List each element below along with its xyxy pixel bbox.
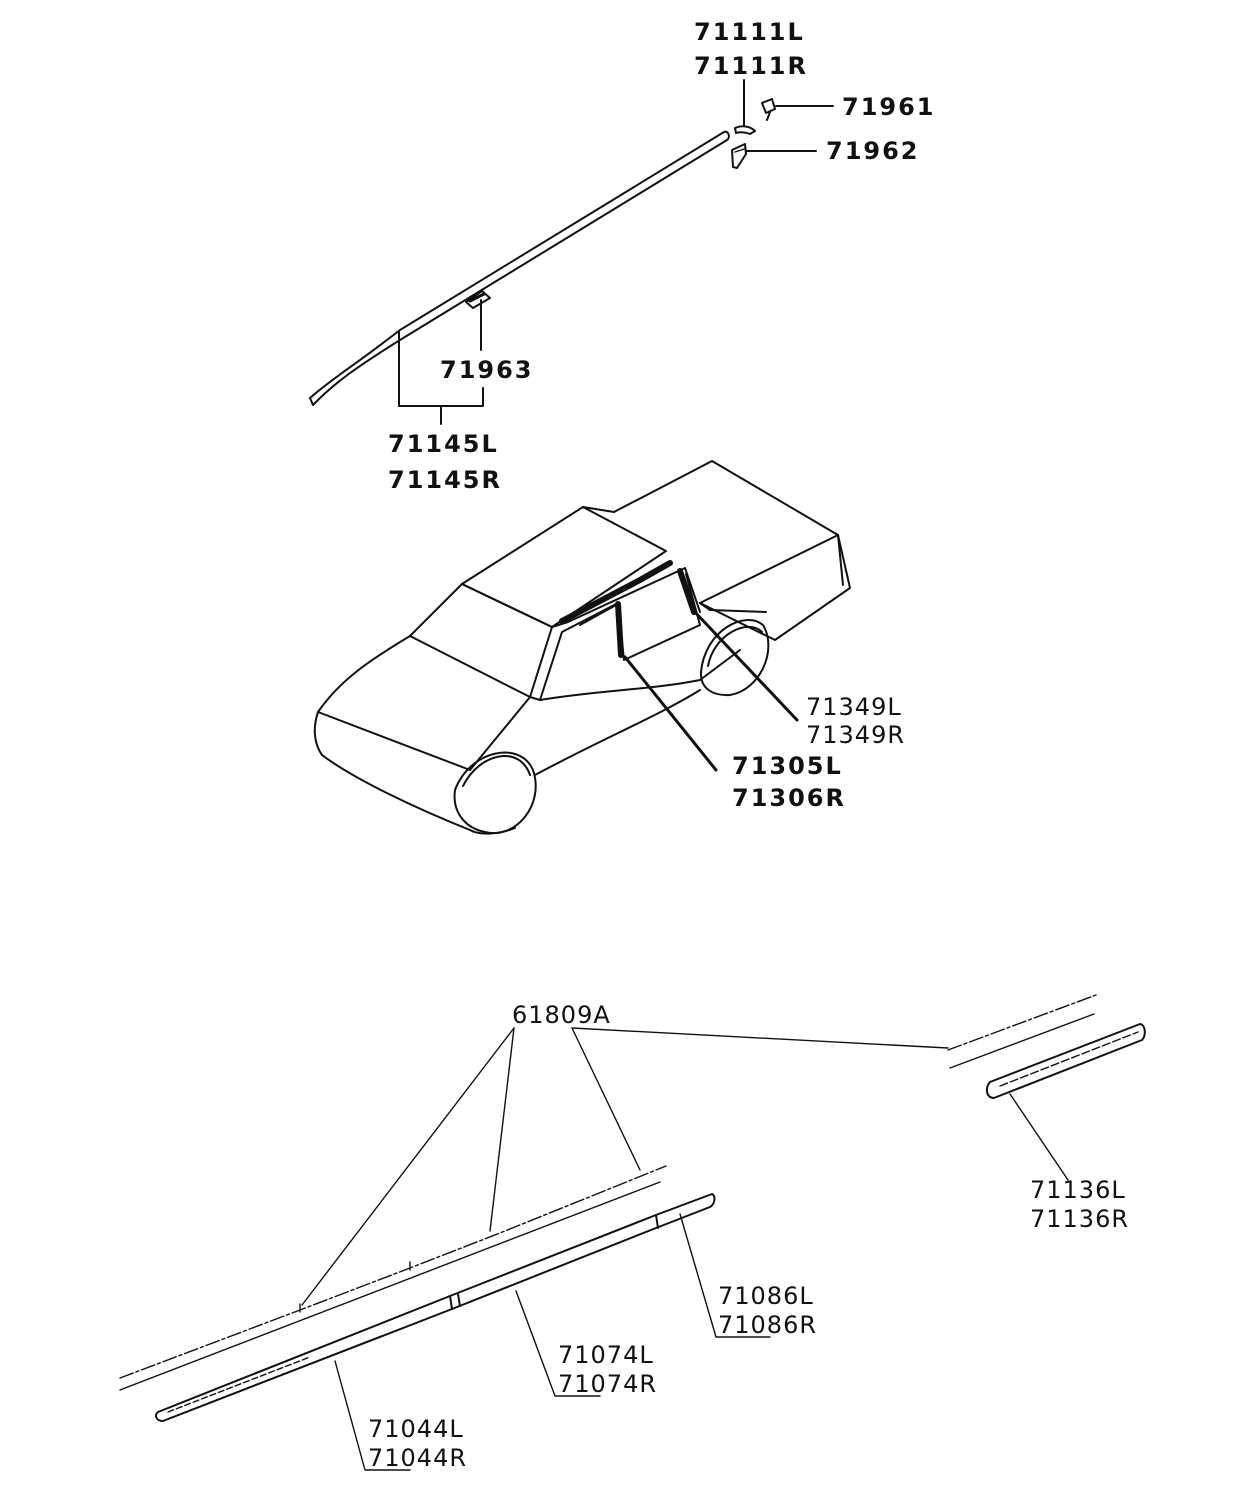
label-71349r: 71349R xyxy=(806,721,905,749)
label-71086l: 71086L xyxy=(718,1282,814,1310)
label-71145r: 71145R xyxy=(388,466,502,494)
fastener-71962-shape xyxy=(731,143,747,169)
label-71044r: 71044R xyxy=(368,1444,467,1472)
rear-window-molding-71349 xyxy=(677,568,697,615)
label-71963: 71963 xyxy=(440,356,534,384)
label-71086r: 71086R xyxy=(718,1311,817,1339)
label-71074r: 71074R xyxy=(558,1370,657,1398)
label-71145l: 71145L xyxy=(388,430,499,458)
label-71962: 71962 xyxy=(826,137,920,165)
side-molding-strip xyxy=(154,1193,716,1422)
label-71961: 71961 xyxy=(842,93,936,121)
leaders-bottom xyxy=(301,1027,1069,1471)
label-71111r: 71111R xyxy=(694,52,808,80)
pickup-truck xyxy=(313,460,851,835)
rear-molding-71136 xyxy=(985,1023,1146,1099)
label-71044l: 71044L xyxy=(368,1415,464,1443)
center-pillar-molding-71305 xyxy=(615,601,624,658)
label-71349l: 71349L xyxy=(806,693,902,721)
roof-molding-highlight xyxy=(559,560,673,624)
screw-71961-shape xyxy=(761,98,776,121)
label-71305l: 71305L xyxy=(732,752,843,780)
roof-drip-molding xyxy=(309,130,730,406)
label-71306r: 71306R xyxy=(732,784,846,812)
label-61809a: 61809A xyxy=(512,1001,611,1029)
end-cap-71111-shape xyxy=(734,125,756,135)
label-71136l: 71136L xyxy=(1030,1176,1126,1204)
label-71136r: 71136R xyxy=(1030,1205,1129,1233)
part-number-labels: 71111L 71111R 71961 71962 71963 71145L 7… xyxy=(368,18,1129,1472)
clip-71963-shape xyxy=(465,290,491,309)
belt-moldings xyxy=(119,994,1097,1391)
label-71111l: 71111L xyxy=(694,18,805,46)
label-71074l: 71074L xyxy=(558,1341,654,1369)
leaders-top xyxy=(398,79,834,425)
